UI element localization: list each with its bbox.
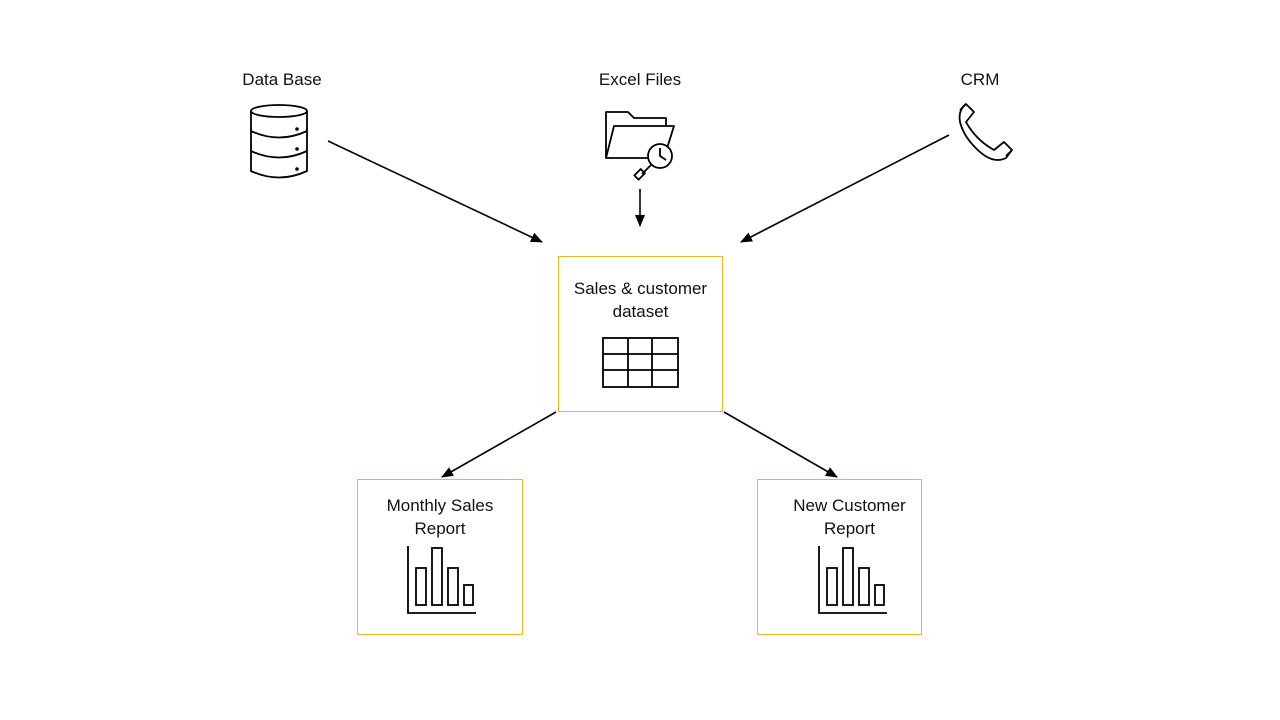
arrow-database-to-dataset	[327, 140, 543, 243]
monthly-sales-report-box: Monthly Sales Report	[357, 479, 523, 635]
dataset-box: Sales & customer dataset	[558, 256, 723, 412]
folder-search-icon	[605, 111, 675, 181]
dataset-title: Sales & customer dataset	[573, 279, 708, 321]
arrow-dataset-to-monthly-report	[441, 411, 557, 478]
database-label: Data Base	[242, 70, 322, 89]
new-customer-report-title: New Customer Report	[793, 496, 906, 538]
bar-chart-icon	[407, 546, 476, 614]
monthly-sales-report-title: Monthly Sales Report	[386, 496, 494, 538]
table-icon	[602, 337, 679, 388]
crm-label: CRM	[960, 70, 1000, 89]
new-customer-report-box: New Customer Report	[757, 479, 922, 635]
arrow-dataset-to-customer-report	[723, 411, 838, 478]
database-icon	[250, 104, 308, 179]
excel-files-label: Excel Files	[598, 70, 682, 89]
arrow-crm-to-dataset	[740, 134, 950, 243]
phone-icon	[958, 103, 1013, 161]
bar-chart-icon	[818, 546, 887, 614]
